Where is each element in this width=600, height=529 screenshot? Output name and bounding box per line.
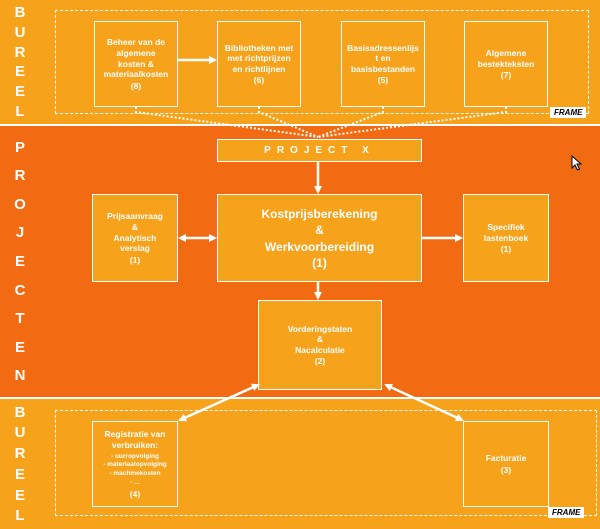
- box-number: (1): [312, 255, 327, 270]
- top-panel: FRAME: [43, 0, 600, 124]
- box-number: (6): [253, 75, 265, 86]
- list-item: - machinekosten: [109, 470, 161, 478]
- section-letter: L: [15, 507, 25, 525]
- registratie-list: - uurropvolging - materiaalopvolging - m…: [103, 453, 167, 488]
- box-number: (1): [500, 244, 512, 255]
- box-text: Kostprijsberekening & Werkvoorbereiding: [261, 207, 378, 254]
- box-number: (3): [500, 464, 512, 475]
- box-text: Algemene bestekteksten: [477, 47, 535, 69]
- box-text: Vorderingstaten & Nacalculatie: [287, 323, 353, 355]
- box-registratie: Registratie van verbruiken: - uurropvolg…: [92, 421, 178, 507]
- box-number: (1): [129, 254, 141, 265]
- mouse-cursor-icon: [571, 155, 583, 171]
- box-text: Bibliotheken met met richtprijzen en ric…: [224, 42, 294, 74]
- bottom-frame-label: FRAME: [548, 507, 585, 518]
- box-lastenboek: Specifiek lastenboek (1): [463, 194, 549, 282]
- section-letter: R: [14, 167, 26, 185]
- section-letter: U: [14, 424, 26, 442]
- section-letter: R: [14, 445, 26, 463]
- section-letter: E: [14, 63, 25, 81]
- dotted-line-3: [317, 107, 384, 138]
- section-letter: J: [15, 224, 25, 242]
- section-letter: O: [14, 195, 26, 213]
- box-basisadressen: Basisadressenlijs t en basisbestanden (5…: [341, 21, 425, 107]
- box-beheer-kosten: Beheer van de algemene kosten & materiaa…: [94, 21, 178, 107]
- list-item: - ...: [130, 478, 140, 486]
- arrow-vorderingstaten-facturatie: [384, 383, 464, 422]
- box-number: (4): [129, 488, 141, 499]
- box-text: Registratie van verbruiken:: [104, 429, 166, 450]
- box-number: (8): [130, 80, 142, 91]
- box-text: Facturatie: [485, 453, 527, 464]
- project-x-bar: PROJECT X: [217, 139, 422, 162]
- box-number: (2): [314, 356, 326, 367]
- box-bibliotheken: Bibliotheken met met richtprijzen en ric…: [217, 21, 301, 107]
- section-letter: C: [14, 281, 26, 299]
- bottom-frame: [55, 410, 597, 516]
- box-text: Prijsaanvraag & Analytisch verslag: [107, 211, 163, 254]
- box-facturatie: Facturatie (3): [463, 421, 549, 507]
- section-letter: E: [14, 486, 25, 504]
- arrow-vorderingstaten-registratie: [178, 383, 260, 422]
- section-letter: U: [14, 23, 26, 41]
- section-letter: L: [15, 103, 25, 121]
- section-letter: T: [15, 310, 25, 328]
- section-letter: P: [14, 138, 25, 156]
- bottom-panel: FRAME: [43, 399, 600, 529]
- box-text: Beheer van de algemene kosten & materiaa…: [103, 37, 169, 80]
- dotted-line-1: [135, 107, 319, 138]
- list-item: - uurropvolging: [110, 452, 159, 460]
- box-bestekteksten: Algemene bestekteksten (7): [464, 21, 548, 107]
- section-letter: E: [14, 338, 25, 356]
- section-letter: B: [14, 3, 26, 21]
- section-letter: B: [14, 403, 26, 421]
- box-vorderingstaten: Vorderingstaten & Nacalculatie (2): [258, 300, 382, 390]
- box-kostprijsberekening: Kostprijsberekening & Werkvoorbereiding …: [217, 194, 422, 282]
- section-letter: E: [14, 83, 25, 101]
- top-frame-label: FRAME: [550, 107, 587, 118]
- box-prijsaanvraag: Prijsaanvraag & Analytisch verslag (1): [92, 194, 178, 282]
- section-letter: N: [14, 367, 26, 385]
- top-frame: [55, 10, 589, 114]
- dotted-line-2: [258, 107, 319, 138]
- section-letter: E: [14, 465, 25, 483]
- box-text: Basisadressenlijs t en basisbestanden: [347, 42, 419, 74]
- dotted-line-4: [317, 107, 507, 138]
- box-number: (7): [500, 70, 512, 81]
- section-letter: R: [14, 43, 26, 61]
- list-item: - materiaalopvolging: [103, 461, 167, 469]
- box-number: (5): [377, 75, 389, 86]
- section-letter: E: [14, 252, 25, 270]
- box-text: Specifiek lastenboek: [483, 221, 529, 243]
